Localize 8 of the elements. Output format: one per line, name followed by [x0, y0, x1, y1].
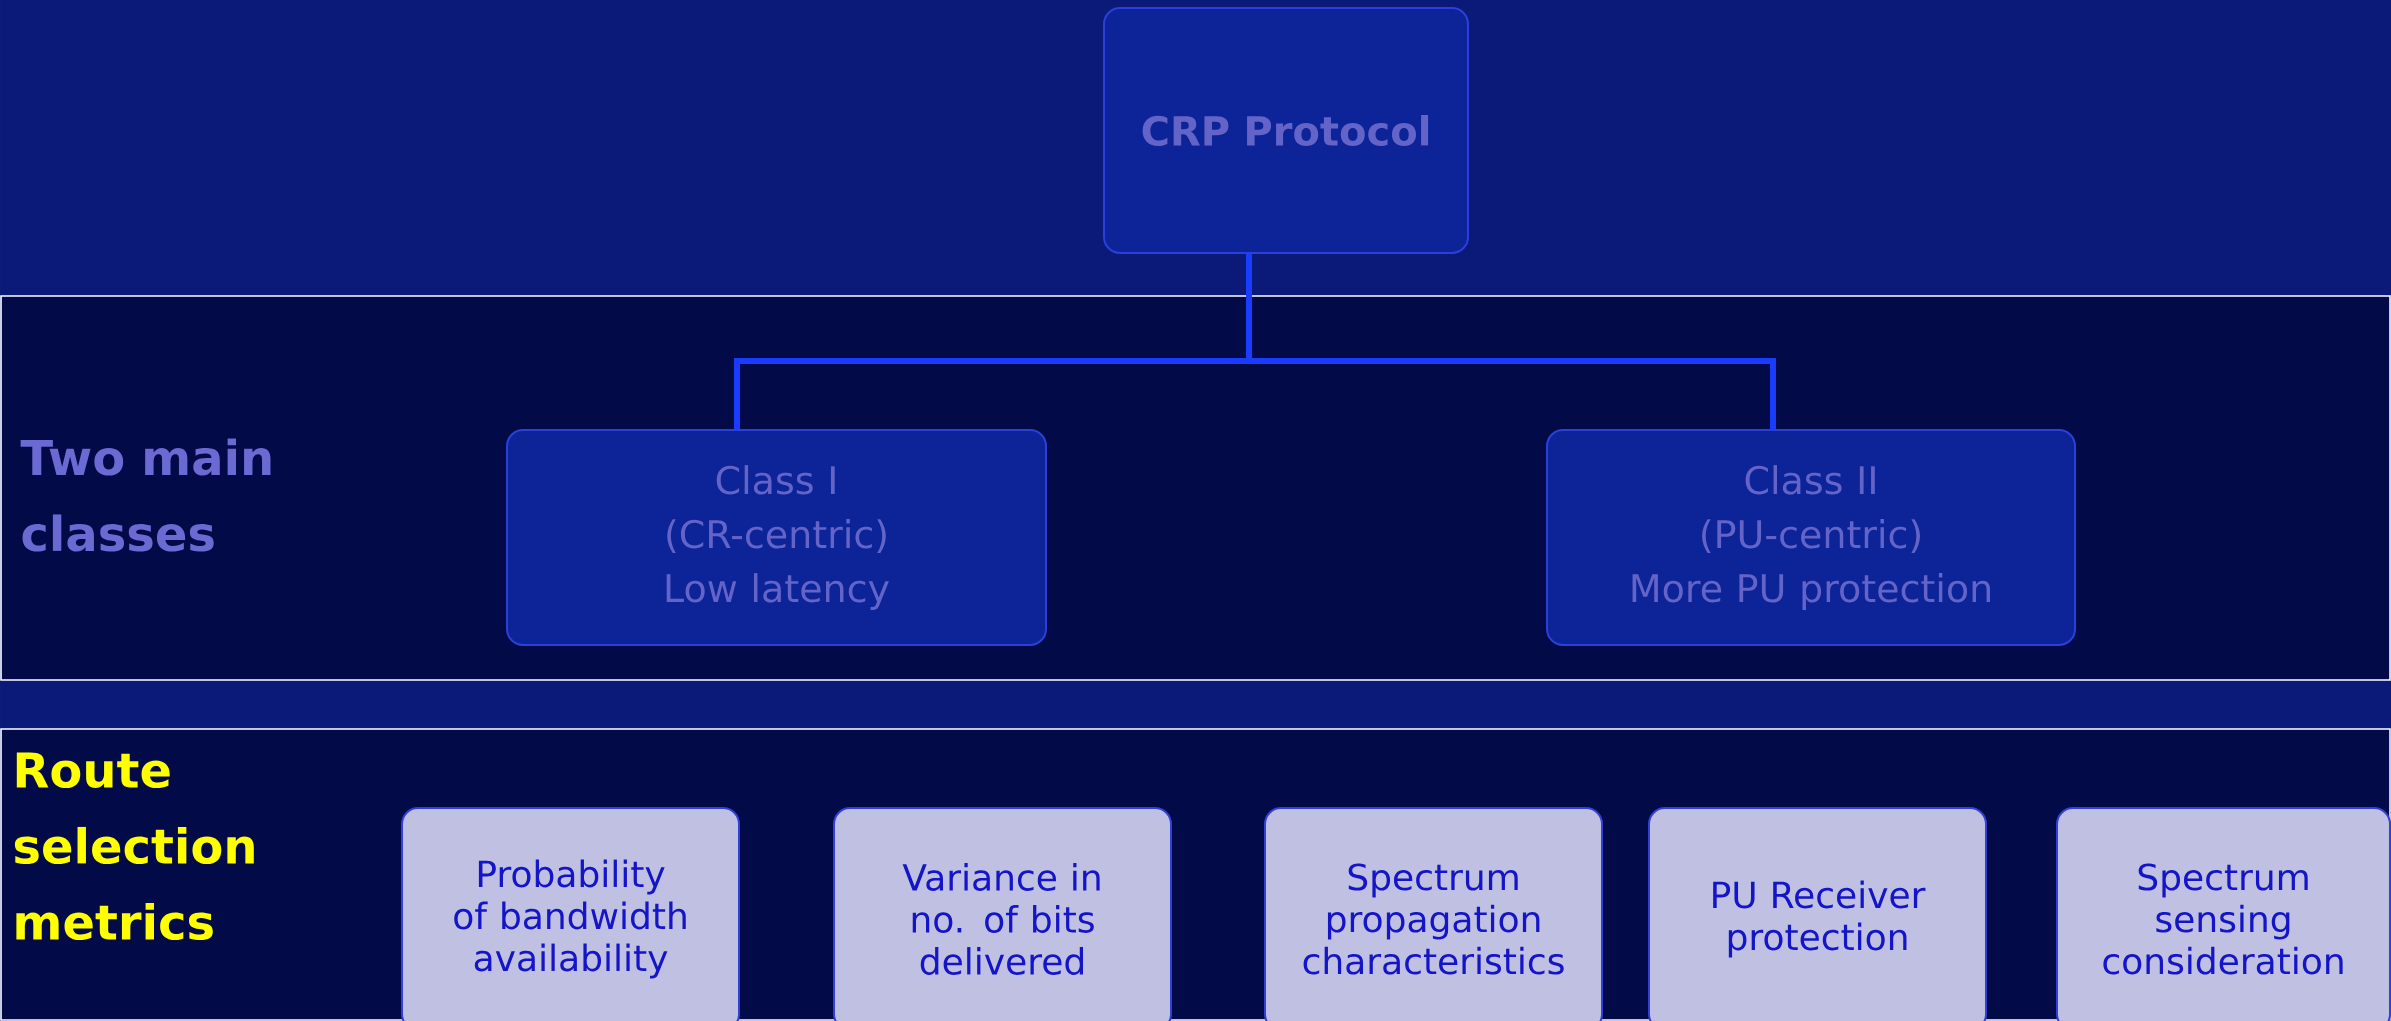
- metric-box: Spectrum sensing consideration: [2056, 807, 2391, 1021]
- class-box: Class I (CR-centric) Low latency: [506, 429, 1047, 646]
- metric-box: Probability of bandwidth availability: [401, 807, 740, 1021]
- metric-box: Variance in no. of bits delivered: [833, 807, 1172, 1021]
- metric-box: PU Receiver protection: [1648, 807, 1987, 1021]
- class-box: Class II (PU-centric) More PU protection: [1546, 429, 2076, 646]
- metric-box: Spectrum propagation characteristics: [1264, 807, 1603, 1021]
- title-box: CRP Protocol: [1103, 7, 1469, 254]
